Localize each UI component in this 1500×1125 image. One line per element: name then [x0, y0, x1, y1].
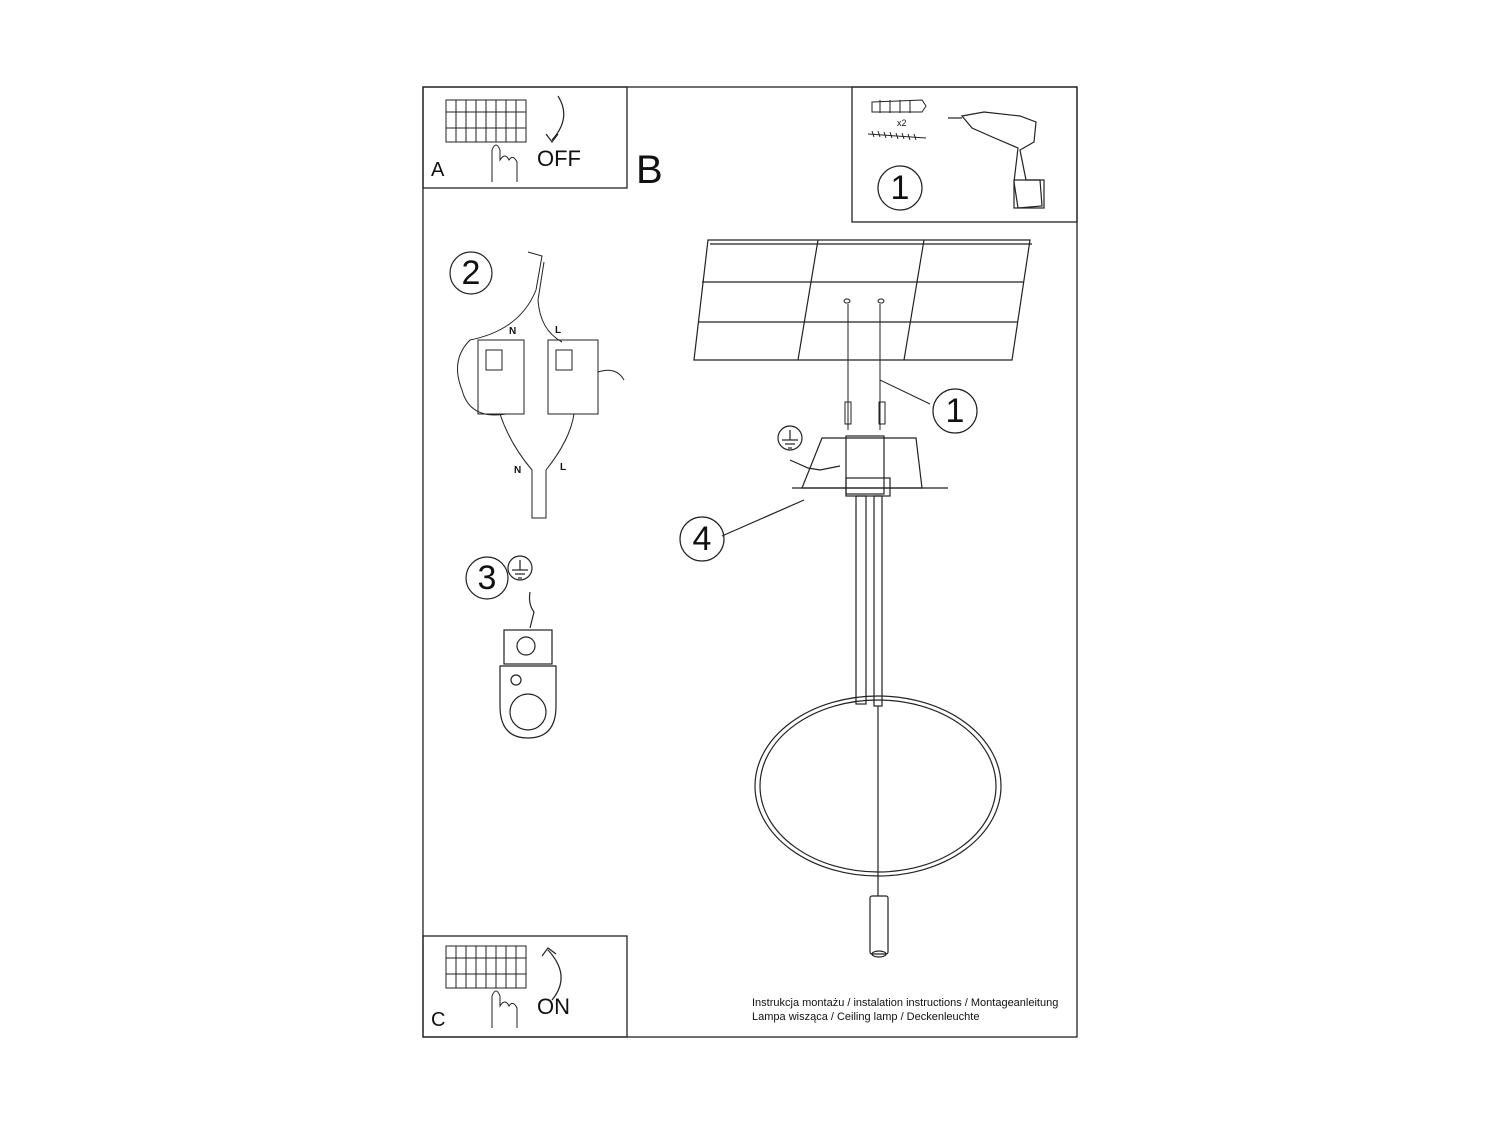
on-label: ON: [537, 994, 570, 1019]
step-circle: [932, 388, 978, 434]
breaker-switch-icon-c: [445, 945, 527, 1028]
mounting-screws: [843, 298, 931, 430]
step-circle: [679, 516, 725, 562]
arrow-down-icon: [551, 95, 565, 141]
step-1-ceiling-number: 1: [945, 392, 965, 430]
panel-c-letter: C: [431, 1009, 446, 1031]
step-2-number: 2: [461, 254, 481, 292]
ceiling-tiles: [693, 239, 1032, 361]
arrow-head-icon: [545, 133, 559, 143]
step-circle: [449, 251, 493, 295]
step-4-number: 4: [692, 520, 712, 558]
drill-icon: [948, 111, 1045, 209]
breaker-switch-icon-a: [445, 99, 527, 182]
wire-l-top: L: [555, 325, 562, 336]
arrow-up-icon: [547, 949, 562, 1001]
lamp-body: [754, 495, 1002, 958]
wire-n-bottom: N: [514, 465, 522, 476]
wall-plug-icon: [871, 99, 927, 113]
step-circle: [465, 556, 509, 600]
terminal-block-icon: [457, 251, 625, 519]
outer-frame: [422, 86, 1078, 1038]
panel-a-box: [422, 86, 628, 189]
off-label: OFF: [537, 146, 581, 171]
tools-box: [851, 86, 1078, 223]
panel-a-letter: A: [431, 159, 445, 181]
footer-line-2: Lampa wisząca / Ceiling lamp / Deckenleu…: [752, 1011, 980, 1023]
panel-b-letter: B: [636, 148, 663, 192]
arrow-head-icon: [541, 947, 557, 957]
quantity-label: x2: [897, 118, 907, 128]
panel-c-box: [422, 935, 628, 1038]
ceiling-canopy: [721, 425, 948, 537]
ground-terminal-icon: [499, 555, 557, 739]
footer-caption: Instrukcja montażu / instalation instruc…: [752, 996, 1058, 1024]
step-3-number: 3: [477, 559, 497, 597]
step-circle: [877, 165, 923, 211]
screw-icon: [867, 130, 927, 141]
wire-l-bottom: L: [560, 462, 567, 473]
wire-n-top: N: [509, 326, 517, 337]
step-1-tools-number: 1: [890, 169, 910, 207]
footer-line-1: Instrukcja montażu / instalation instruc…: [752, 997, 1059, 1009]
